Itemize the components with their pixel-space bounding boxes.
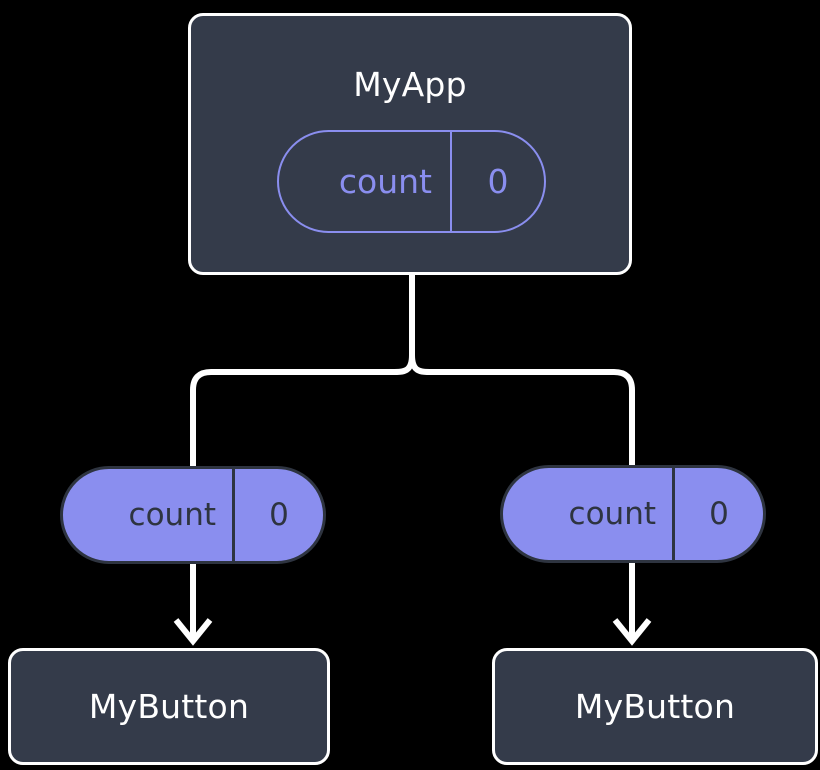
prop-key-left: count <box>63 469 235 561</box>
component-node-mybutton-left[interactable]: MyButton <box>8 648 330 765</box>
component-label-myapp: MyApp <box>353 65 467 104</box>
prop-pill-left[interactable]: count 0 <box>60 466 326 564</box>
arrowhead-left-icon <box>173 618 213 646</box>
state-key-myapp: count <box>279 132 452 231</box>
prop-value-left: 0 <box>269 497 289 533</box>
component-label-mybutton-left: MyButton <box>88 687 250 726</box>
edge-split-left <box>190 354 415 466</box>
state-value-myapp: 0 <box>487 162 509 201</box>
state-pill-myapp[interactable]: count 0 <box>277 130 546 233</box>
prop-pill-right[interactable]: count 0 <box>500 465 766 563</box>
prop-key-right: count <box>503 468 675 560</box>
component-label-mybutton-right: MyButton <box>574 687 736 726</box>
component-node-mybutton-right[interactable]: MyButton <box>492 648 818 765</box>
prop-value-right: 0 <box>709 496 729 532</box>
arrowhead-right-icon <box>612 618 652 646</box>
edge-split-right <box>409 354 635 466</box>
